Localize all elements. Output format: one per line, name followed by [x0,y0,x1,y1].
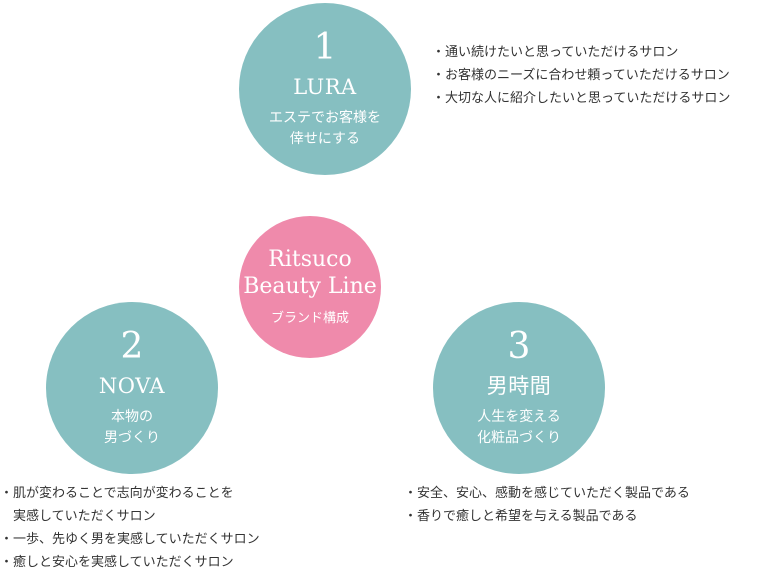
brand-name: 男時間 [486,374,552,398]
brand-tagline: エステでお客様を 倖せにする [269,110,381,147]
brand-tagline: 人生を変える 化粧品づくり [477,409,561,446]
center-subtitle: ブランド構成 [270,311,349,326]
center-title: Ritsuco Beauty Line [243,247,377,299]
center-circle: Ritsuco Beauty Line ブランド構成 [239,216,381,358]
brand-points-nova: ・肌が変わることで志向が変わることを 実感していただくサロン ・一歩、先ゆく男を… [0,482,260,574]
brand-circle-lura: 1 LURA エステでお客様を 倖せにする [239,3,411,175]
brand-point: ・大切な人に紹介したいと思っていただけるサロン [432,91,731,106]
brand-name: LURA [293,75,357,99]
brand-point: ・香りで癒しと希望を与える製品である [404,509,638,524]
brand-number: 1 [313,27,337,68]
brand-name: NOVA [98,374,166,398]
brand-tagline: 本物の 男づくり [104,409,160,446]
brand-number: 3 [507,326,531,367]
brand-point: ・一歩、先ゆく男を実感していただくサロン [0,532,260,547]
brand-point: ・安全、安心、感動を感じていただく製品である [404,486,690,501]
brand-circle-otokojikan: 3 男時間 人生を変える 化粧品づくり [433,302,605,474]
brand-point: ・お客様のニーズに合わせ頼っていただけるサロン [432,68,730,83]
brand-number: 2 [120,326,144,367]
brand-point: ・肌が変わることで志向が変わることを 実感していただくサロン [0,486,234,524]
brand-points-otokojikan: ・安全、安心、感動を感じていただく製品である ・香りで癒しと希望を与える製品であ… [404,482,690,528]
brand-point: ・癒しと安心を実感していただくサロン [0,555,234,570]
brand-circle-nova: 2 NOVA 本物の 男づくり [46,302,218,474]
brand-points-lura: ・通い続けたいと思っていただけるサロン ・お客様のニーズに合わせ頼っていただける… [432,41,730,110]
brand-point: ・通い続けたいと思っていただけるサロン [432,45,679,60]
